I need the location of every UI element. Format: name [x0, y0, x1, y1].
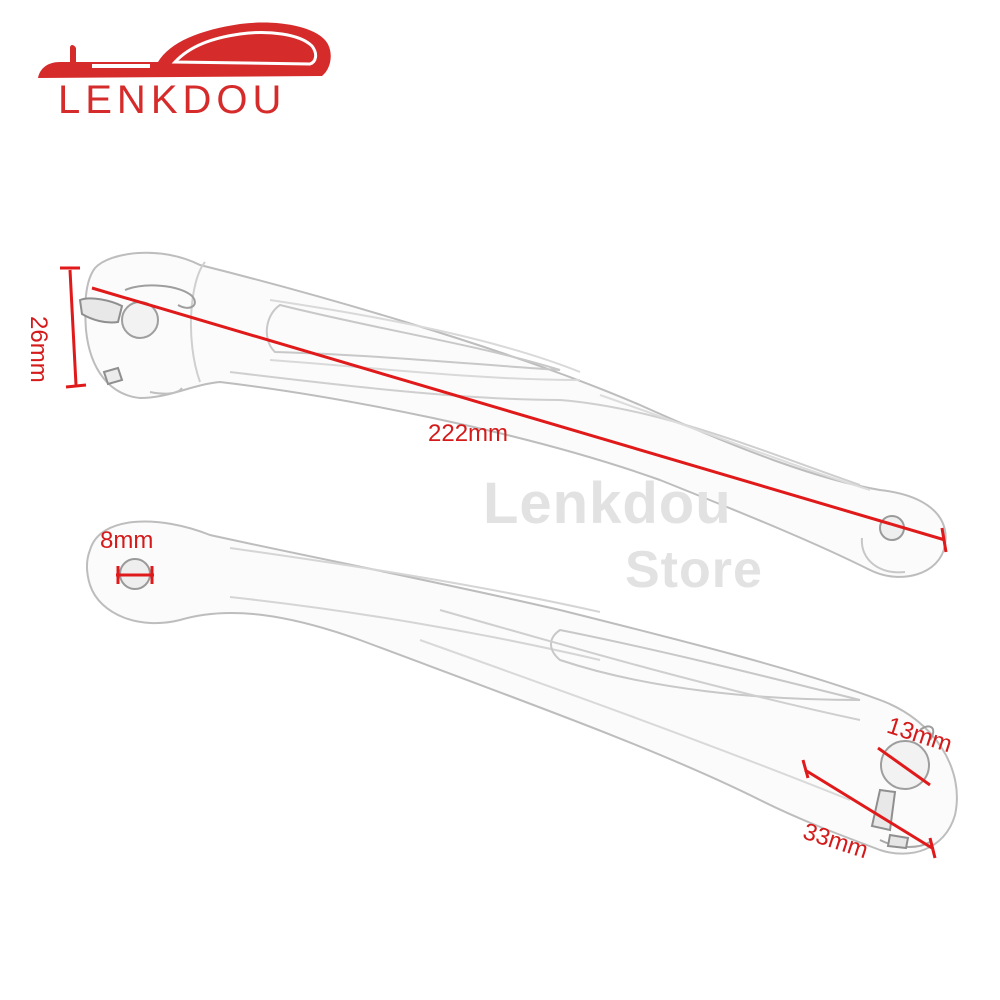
lower-lever: [86, 520, 958, 855]
dimension-height-label: 26mm: [25, 316, 52, 383]
brand-name: LENKDOU: [58, 78, 287, 122]
dimension-length-label: 222mm: [428, 420, 509, 447]
brand-logo-icon: [38, 22, 331, 78]
dimension-lines: [60, 266, 948, 859]
watermark-line2: Store: [625, 541, 763, 599]
dimension-hole-label: 8mm: [100, 527, 154, 554]
watermark-line1: Lenkdou: [483, 471, 732, 536]
